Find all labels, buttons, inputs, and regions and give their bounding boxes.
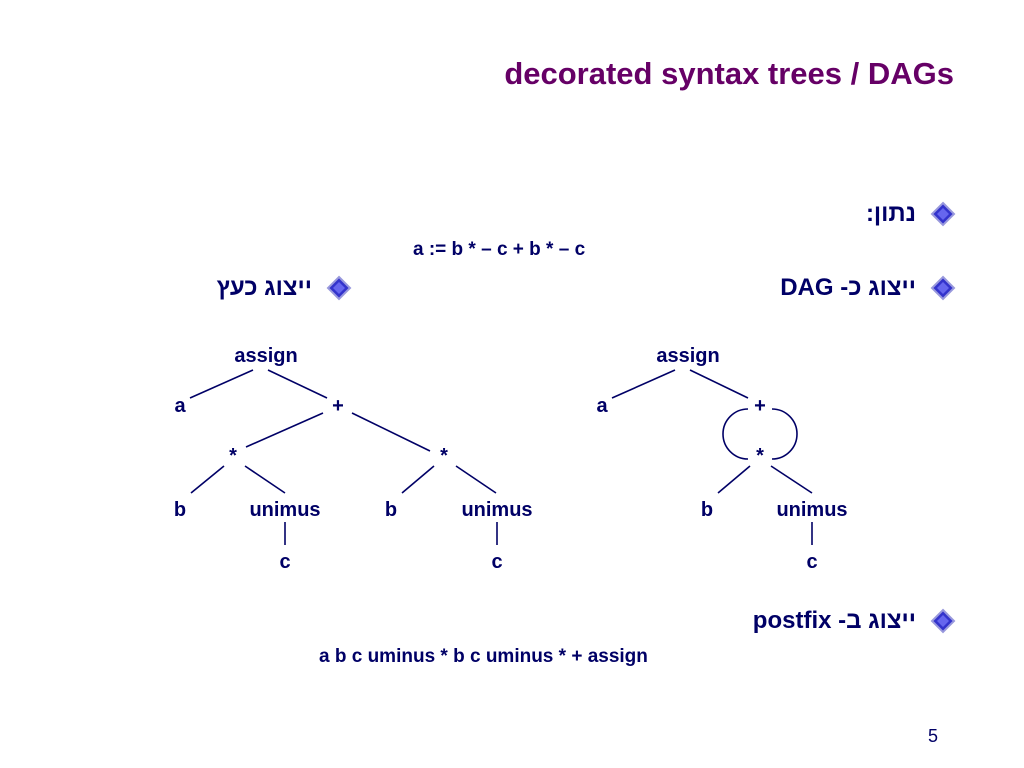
diamond-bullet-icon — [930, 608, 956, 634]
tree-node-c-right: c — [491, 551, 503, 573]
bullet-given: נתון: — [866, 200, 956, 228]
expression: a := b * – c + b * – c — [413, 239, 586, 260]
dag-edge-star-unimus — [770, 465, 813, 494]
dag-node-b: b — [700, 499, 714, 521]
dag-node-a: a — [596, 395, 608, 417]
bullet-tree: ייצוג כעץ — [217, 274, 352, 302]
bullet-dag-label: ייצוג כ- DAG — [780, 274, 916, 301]
edge-assign-a — [189, 369, 254, 399]
diamond-bullet-icon — [930, 201, 956, 227]
tree-node-star-left: * — [229, 445, 237, 467]
dag-node-unimus: unimus — [776, 499, 848, 521]
edge-star-b-left — [190, 465, 225, 494]
dag-edge-plus-star-right-arc — [771, 408, 798, 460]
tree-node-unimus-right: unimus — [461, 499, 533, 521]
tree-node-c-left: c — [279, 551, 291, 573]
tree-node-b-left: b — [173, 499, 187, 521]
bullet-tree-label: ייצוג כעץ — [216, 274, 312, 301]
edge-plus-star-left — [245, 412, 324, 448]
dag-edge-assign-a — [611, 369, 676, 399]
diamond-bullet-icon — [930, 275, 956, 301]
tree-node-assign: assign — [234, 345, 298, 367]
page-number: 5 — [927, 726, 938, 746]
postfix-expression: a b c uminus * b c uminus * + assign — [319, 646, 648, 667]
bullet-postfix-label: ייצוג ב- postfix — [752, 607, 916, 634]
tree-node-star-right: * — [440, 445, 448, 467]
edge-plus-star-right — [351, 412, 431, 452]
tree-node-plus: + — [332, 395, 344, 417]
edge-assign-plus — [267, 369, 328, 399]
dag-node-assign: assign — [656, 345, 720, 367]
dag-node-c: c — [806, 551, 818, 573]
edge-star-unimus-left — [244, 465, 286, 494]
edge-star-b-right — [401, 465, 435, 494]
bullet-postfix: ייצוג ב- postfix — [753, 607, 956, 635]
dag-node-star: * — [756, 445, 764, 467]
edge-star-unimus-right — [455, 465, 497, 494]
slide-title: decorated syntax trees / DAGs — [504, 56, 954, 91]
tree-node-a: a — [174, 395, 186, 417]
diamond-bullet-icon — [326, 275, 352, 301]
tree-node-b-right: b — [384, 499, 398, 521]
dag-edge-plus-star-left-arc — [722, 408, 749, 460]
dag-edge-star-b — [717, 465, 751, 494]
bullet-dag: ייצוג כ- DAG — [780, 274, 956, 302]
dag-node-plus: + — [754, 395, 766, 417]
dag-edge-assign-plus — [689, 369, 749, 399]
tree-node-unimus-left: unimus — [249, 499, 321, 521]
bullet-given-label: נתון: — [865, 200, 916, 227]
